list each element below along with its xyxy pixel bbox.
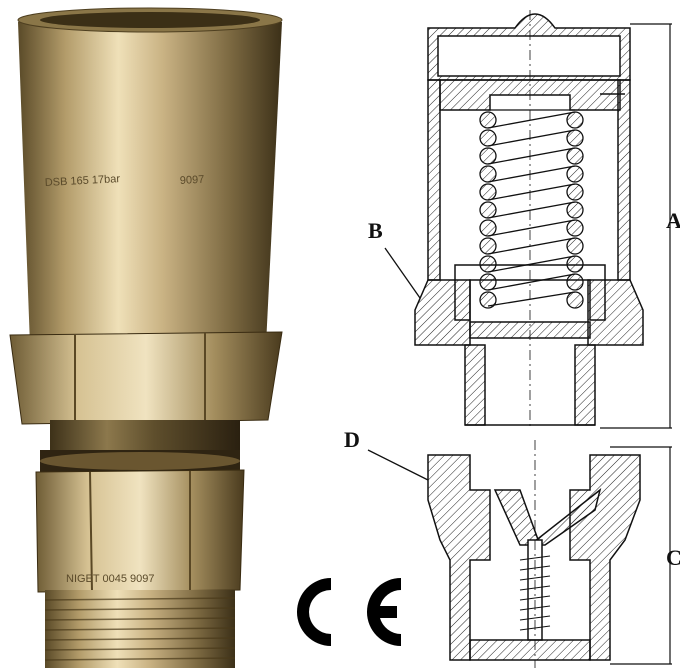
cross-section-drawing: A B D C [344, 10, 680, 668]
label-d: D [344, 427, 360, 452]
lower-body-left [427, 454, 491, 661]
check-spring [519, 555, 551, 631]
label-a: A [666, 208, 680, 233]
label-b: B [368, 218, 383, 243]
lower-base [469, 639, 591, 661]
valve-photo: DSB 165 17bar 9097 NIGET 0045 9097 [9, 7, 283, 668]
ce-mark: CE [296, 578, 401, 646]
ce-letter-c [296, 578, 331, 646]
valve-neck [50, 420, 240, 450]
label-c: C [666, 545, 680, 570]
leader-b [384, 247, 421, 299]
lower-body-right [569, 454, 641, 661]
upper-valve-section [414, 10, 644, 430]
body-wall-left [427, 79, 441, 281]
hex-nut-lower [35, 450, 245, 593]
dimension-a [600, 23, 672, 429]
hex-nut-upper [9, 331, 283, 425]
body-wall-right [617, 79, 631, 281]
body-shoulder [414, 279, 644, 346]
ce-letter-e [366, 578, 401, 646]
spring [479, 109, 584, 309]
dimension-c [610, 446, 672, 665]
engraving-bottom: NIGET 0045 9097 [66, 573, 154, 585]
engraving-code: 9097 [180, 174, 205, 187]
valve-body-top [17, 7, 283, 345]
threaded-outlet [44, 590, 236, 668]
leader-d [367, 449, 429, 481]
engraving-top: DSB 165 17bar [45, 173, 121, 189]
lower-valve-section [427, 440, 641, 668]
cap-inner [437, 35, 621, 77]
valve-disc [454, 264, 606, 321]
